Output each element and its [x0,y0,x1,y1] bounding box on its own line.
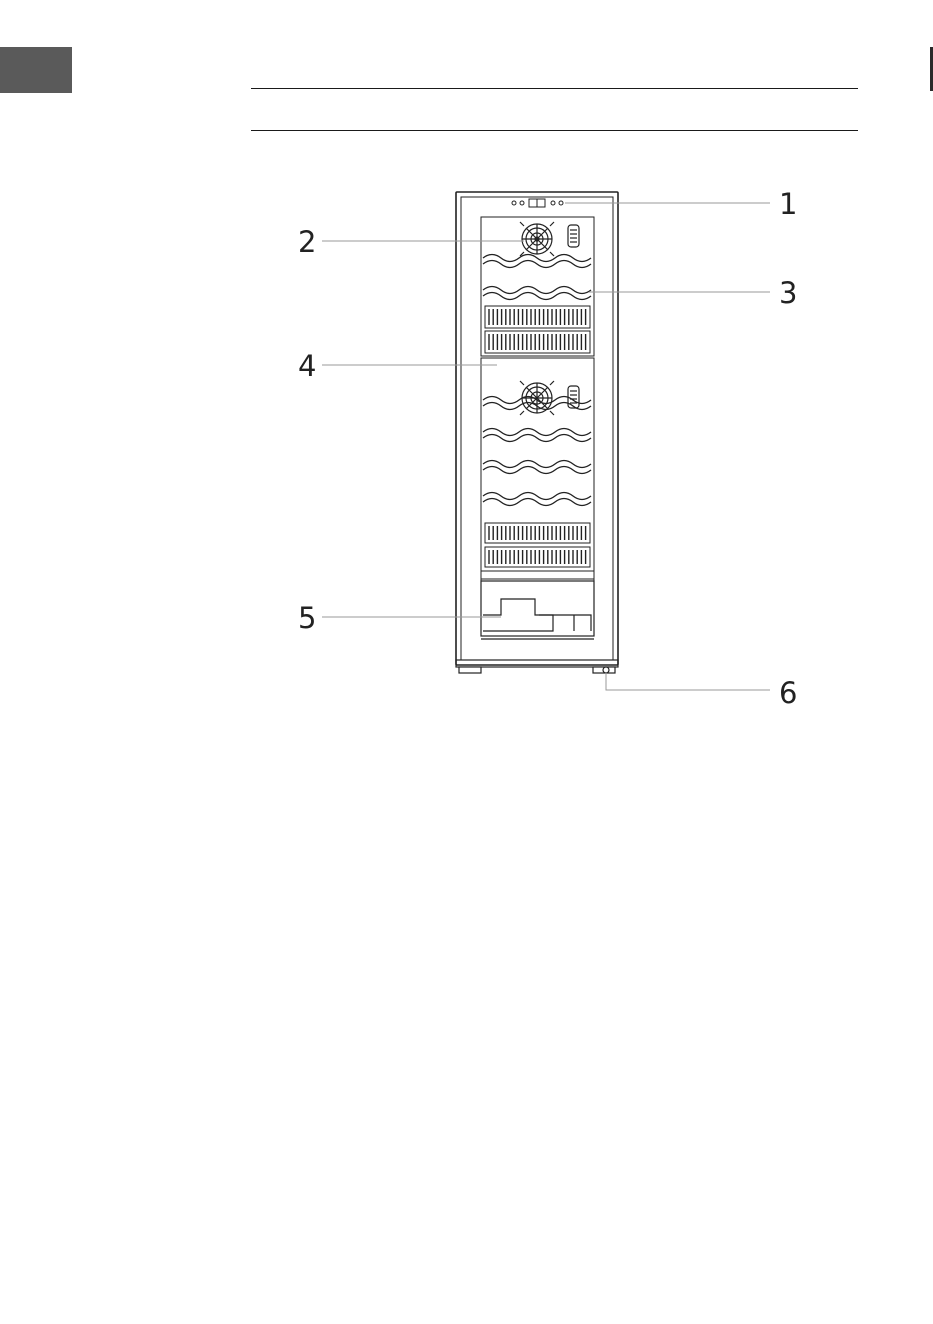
leader-lines [322,203,770,690]
callout-4: 4 [298,349,316,383]
feet [459,667,615,673]
wine-shelves [483,255,591,506]
callout-2: 2 [298,225,316,259]
callout-5: 5 [298,601,316,635]
slatted-racks [485,306,590,567]
callout-1: 1 [779,187,797,221]
bottom-rack-frame [481,581,594,639]
leader-6 [606,673,770,690]
inner-cavity [481,217,594,636]
control-panel [512,199,563,207]
upper-fan [520,222,579,256]
callout-3: 3 [779,276,797,310]
callout-6: 6 [779,676,797,710]
